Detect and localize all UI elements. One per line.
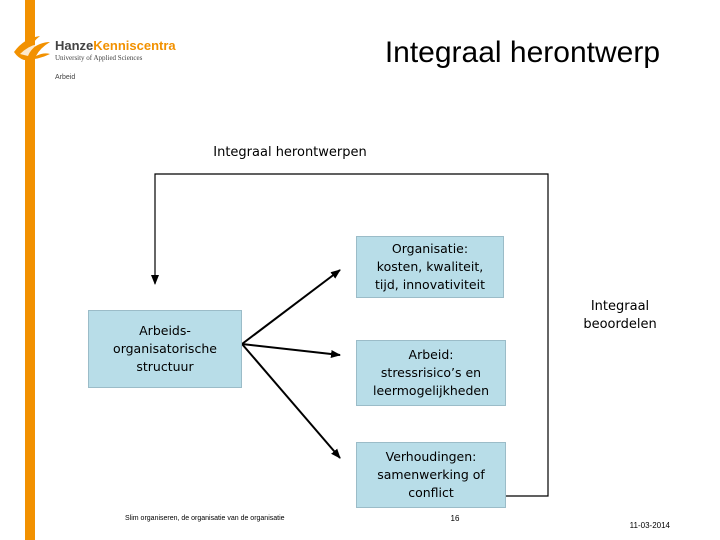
evaluation-line: Integraal [590, 299, 650, 314]
arrow-to-verhoudingen [241, 343, 341, 459]
arrow-to-arbeid [241, 343, 341, 358]
footer-date: 11-03-2014 [629, 521, 670, 530]
page-number: 16 [450, 514, 460, 523]
outcome-line: tijd, innovativiteit [375, 277, 485, 292]
outcome-box-organisatie: Organisatie: kosten, kwaliteit, tijd, in… [356, 236, 504, 298]
outcome-line: conflict [408, 485, 454, 500]
feedback-loop-label: Integraal herontwerpen [213, 145, 367, 160]
arrow-to-organisatie [241, 269, 341, 345]
slide-title: Integraal herontwerp [384, 36, 660, 69]
brand-name: HanzeKenniscentra [55, 38, 176, 53]
source-line: Arbeids- [139, 323, 191, 338]
outcome-line: leermogelijkheden [372, 383, 490, 398]
evaluation-line: beoordelen [583, 317, 657, 332]
source-line: organisatorische [113, 341, 217, 356]
outcome-box-arbeid: Arbeid: stressrisico’s en leermogelijkhe… [356, 340, 506, 406]
outcome-line: samenwerking of [377, 467, 485, 482]
flame-logo-icon [14, 36, 50, 60]
outcome-heading: Arbeid: [408, 347, 454, 362]
source-line: structuur [136, 359, 194, 374]
source-box-structuur: Arbeids- organisatorische structuur [88, 310, 242, 388]
evaluation-label: Integraal beoordelen [575, 298, 665, 334]
brand-accent-bar [25, 0, 35, 540]
outcome-heading: Verhoudingen: [385, 449, 477, 464]
outcome-heading: Organisatie: [391, 241, 469, 256]
brand-unit: Arbeid [55, 74, 76, 81]
outcome-line: stressrisico’s en [380, 365, 482, 380]
outcome-line: kosten, kwaliteit, [376, 259, 484, 274]
footer-title: Slim organiseren, de organisatie van de … [125, 515, 285, 522]
hanze-logo: HanzeKenniscentra University of Applied … [10, 30, 180, 90]
brand-tagline: University of Applied Sciences [55, 54, 143, 62]
outcome-box-verhoudingen: Verhoudingen: samenwerking of conflict [356, 442, 506, 508]
